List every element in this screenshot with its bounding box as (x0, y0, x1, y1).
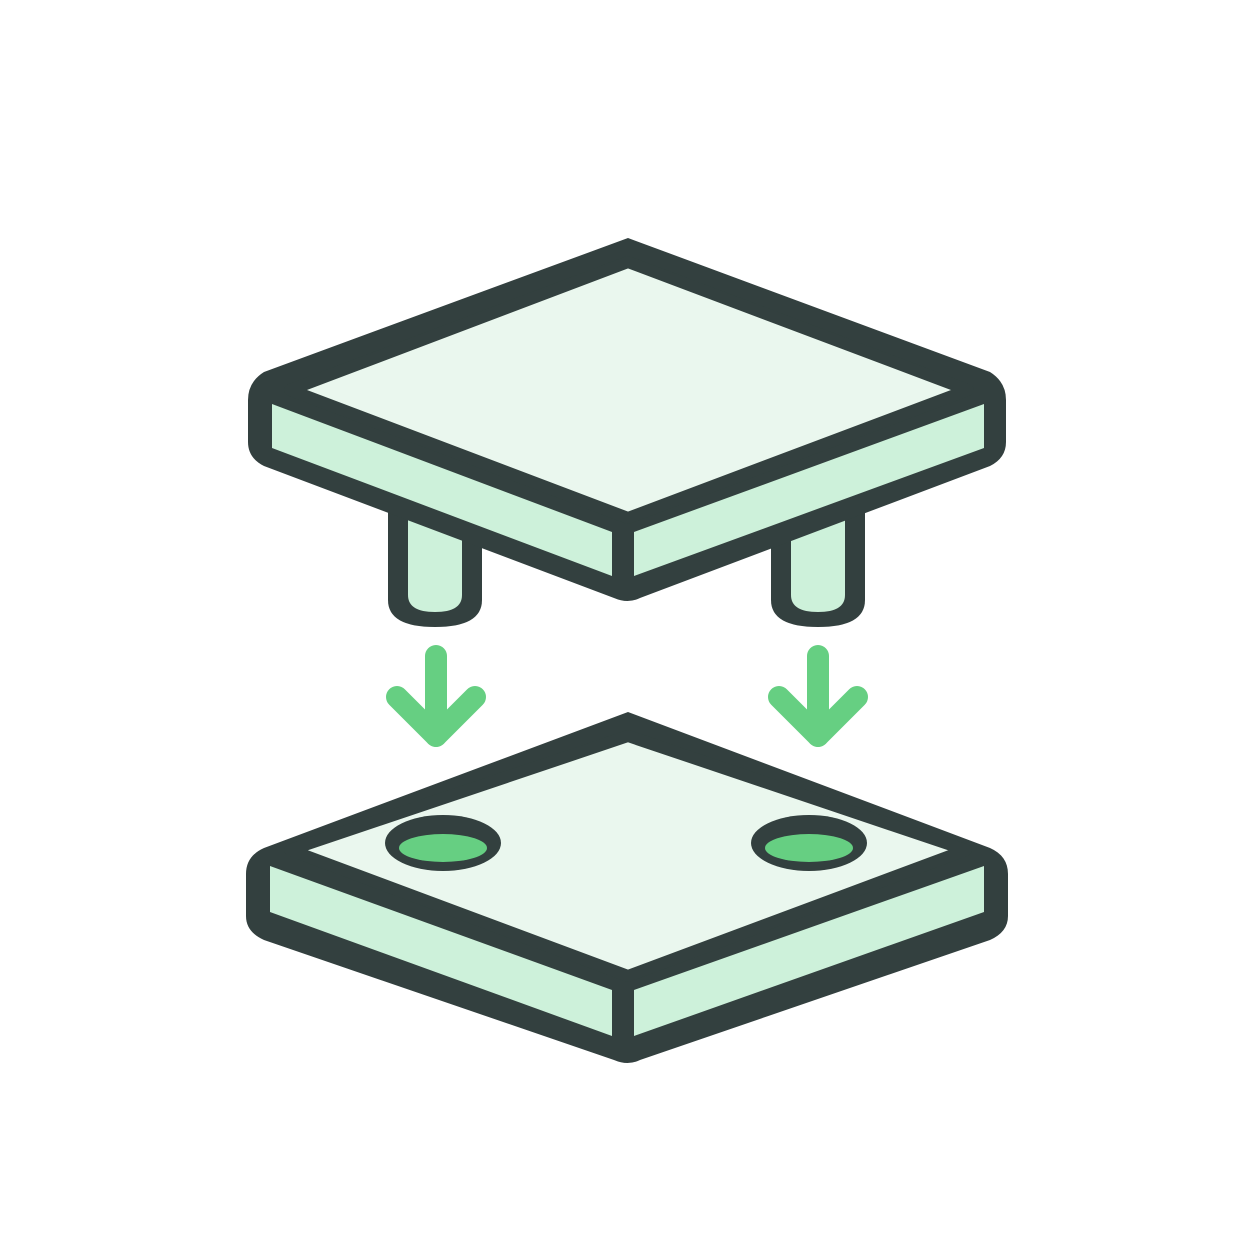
left-arrow-down-icon (386, 645, 486, 747)
right-hole-icon (751, 815, 867, 871)
right-arrow-down-icon (768, 645, 868, 747)
top-plate-with-pegs-icon (248, 238, 1006, 627)
left-hole-icon (385, 815, 501, 871)
left-peg-icon (388, 512, 482, 627)
bottom-plate-with-holes-icon (246, 712, 1008, 1063)
right-peg-icon (771, 512, 865, 627)
